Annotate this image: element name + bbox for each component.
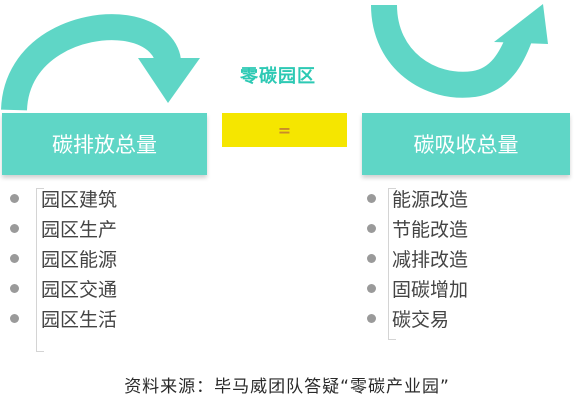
list-item: 园区交通 xyxy=(10,273,117,303)
carbon-emission-total-box: 碳排放总量 xyxy=(2,113,207,175)
left-list-bracket xyxy=(36,188,44,352)
curved-arrow-up-icon xyxy=(371,4,548,98)
bullet-icon xyxy=(367,223,376,233)
list-item-label: 园区生产 xyxy=(41,218,118,241)
right-list-bracket xyxy=(388,188,396,340)
emission-sources-list: 园区建筑 园区生产 园区能源 园区交通 园区生活 xyxy=(10,183,117,333)
list-item: 能源改造 xyxy=(367,183,468,213)
carbon-absorption-total-label: 碳吸收总量 xyxy=(413,133,519,157)
list-item-label: 园区建筑 xyxy=(41,188,118,211)
bullet-icon xyxy=(367,193,376,203)
list-item-label: 能源改造 xyxy=(392,188,469,211)
curved-arrow-down-icon xyxy=(1,14,200,112)
carbon-absorption-total-box: 碳吸收总量 xyxy=(362,113,570,175)
bullet-icon xyxy=(367,253,376,263)
bullet-icon xyxy=(10,193,19,203)
list-item: 固碳增加 xyxy=(367,273,468,303)
list-item-label: 园区生活 xyxy=(41,308,118,331)
list-item-label: 碳交易 xyxy=(392,308,450,331)
list-item: 园区生产 xyxy=(10,213,117,243)
list-item-label: 节能改造 xyxy=(392,218,469,241)
list-item: 减排改造 xyxy=(367,243,468,273)
carbon-emission-total-label: 碳排放总量 xyxy=(52,133,157,157)
bullet-icon xyxy=(10,313,19,323)
diagram-title: 零碳园区 xyxy=(240,66,316,87)
bullet-icon xyxy=(10,253,19,263)
bullet-icon xyxy=(10,223,19,233)
bullet-icon xyxy=(367,283,376,293)
list-item-label: 园区能源 xyxy=(41,248,118,271)
list-item: 园区建筑 xyxy=(10,183,117,213)
bullet-icon xyxy=(367,313,376,323)
source-caption: 资料来源：毕马威团队答疑“零碳产业园” xyxy=(124,377,450,397)
absorption-measures-list: 能源改造 节能改造 减排改造 固碳增加 碳交易 xyxy=(367,183,468,333)
bullet-icon xyxy=(10,283,19,293)
list-item-label: 固碳增加 xyxy=(392,278,469,301)
list-item-label: 减排改造 xyxy=(392,248,469,271)
list-item: 园区能源 xyxy=(10,243,117,273)
list-item-label: 园区交通 xyxy=(41,278,118,301)
equals-symbol: = xyxy=(277,120,292,140)
list-item: 园区生活 xyxy=(10,303,117,333)
equals-box: = xyxy=(222,113,347,147)
list-item: 碳交易 xyxy=(367,303,468,333)
list-item: 节能改造 xyxy=(367,213,468,243)
